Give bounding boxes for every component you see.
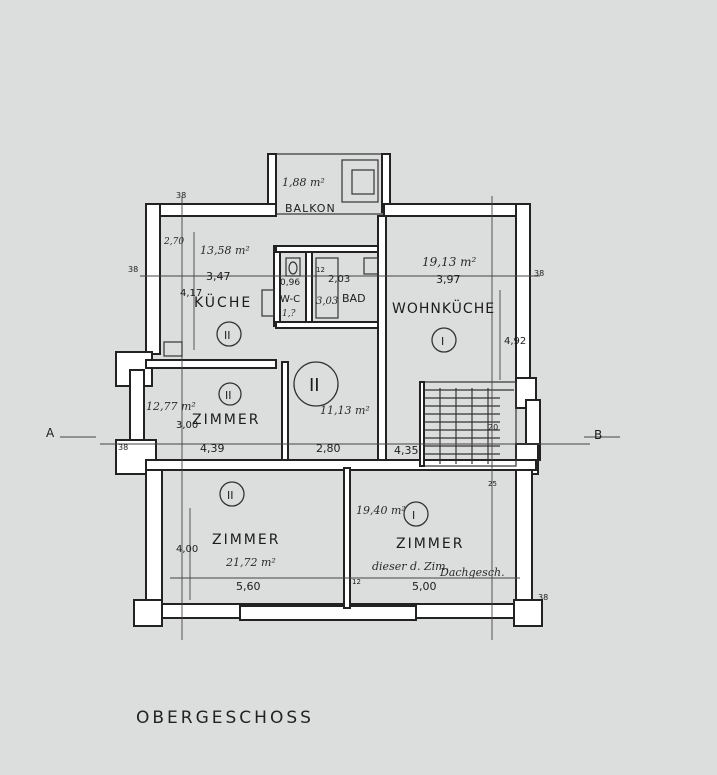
bad-dim: 2,03 xyxy=(328,274,350,285)
dim-38-e: 38 xyxy=(534,269,544,278)
interior-walls xyxy=(145,215,537,609)
balkon-area: 1,88 m² xyxy=(282,176,325,189)
wohnkueche-area: 19,13 m² xyxy=(422,255,477,269)
dim-38-se: 38 xyxy=(538,593,548,602)
zimmer-west-number: II xyxy=(225,389,232,402)
kueche-dim-width: 3,47 xyxy=(206,270,231,283)
zimmer-west-dim-width: 4,39 xyxy=(200,442,225,455)
handwritten-notes: dieser d. Zim. Dachgesch. xyxy=(372,560,505,579)
kueche-dim-depth: 4,17 xyxy=(180,288,202,299)
wohnkueche-label: WOHNKÜCHE xyxy=(392,299,495,317)
note-2: Dachgesch. xyxy=(439,566,505,579)
dim-12-b: 12 xyxy=(352,578,361,586)
zimmer-west-area: 12,77 m² xyxy=(146,400,196,413)
dim-20: 20 xyxy=(488,423,498,432)
zimmer-sw-dim-depth: 4,00 xyxy=(176,544,198,555)
misc-dimension-marks: 38 38 38 38 38 12 12 25 2,70 20 xyxy=(118,191,548,602)
bad-area: 3,03 xyxy=(316,296,338,307)
kueche-label: KÜCHE xyxy=(194,293,252,311)
wc-label: W-C xyxy=(280,294,300,305)
dim-25: 25 xyxy=(488,480,497,488)
zimmer-west-dim-depth: 3,00 xyxy=(176,420,198,431)
room-number-circles xyxy=(216,321,457,527)
wohnkueche-dim-width: 3,97 xyxy=(436,273,461,286)
bad-label: BAD xyxy=(342,292,366,305)
staircase xyxy=(424,388,514,464)
fixtures xyxy=(163,169,379,357)
section-mark-b: B xyxy=(594,428,602,442)
zimmer-se-label: ZIMMER xyxy=(396,536,464,552)
zimmer-se-number: I xyxy=(412,509,415,522)
zimmer-sw-dim-width: 5,60 xyxy=(236,580,261,593)
dim-12-a: 12 xyxy=(316,266,325,274)
flur-number: II xyxy=(309,375,320,396)
zimmer-sw-area: 21,72 m² xyxy=(225,556,276,569)
flur-area: 11,13 m² xyxy=(320,404,370,417)
zimmer-se-dim-width: 5,00 xyxy=(412,580,437,593)
balkon-label: BALKON xyxy=(285,202,336,215)
note-1: dieser d. Zim. xyxy=(372,560,449,573)
section-marks: A B xyxy=(46,426,602,442)
wc-dim: 0,96 xyxy=(280,278,300,288)
dimension-lines xyxy=(60,196,620,640)
section-mark-a: A xyxy=(46,426,55,440)
zimmer-sw-number: II xyxy=(227,489,234,502)
wohnkueche-dim-depth: 4,92 xyxy=(504,336,526,347)
room-labels: BALKON 1,88 m² KÜCHE 13,58 m² II 3,47 4,… xyxy=(146,176,526,593)
zimmer-sw-label: ZIMMER xyxy=(212,532,280,548)
dim-38-nw: 38 xyxy=(176,191,186,200)
wc-area: 1,? xyxy=(282,309,296,319)
page-title: OBERGESCHOSS xyxy=(136,708,314,728)
zimmer-se-area: 19,40 m² xyxy=(356,504,406,517)
kueche-area: 13,58 m² xyxy=(200,244,250,257)
kueche-number: II xyxy=(224,329,231,342)
zimmer-west-label: ZIMMER xyxy=(192,412,260,428)
flur-dim-width: 2,80 xyxy=(316,442,341,455)
dim-38-sw: 38 xyxy=(118,443,128,452)
flur-dim-stair: 4,35 xyxy=(394,444,419,457)
wohnkueche-number: I xyxy=(441,335,444,348)
dim-38-w: 38 xyxy=(128,265,138,274)
dim-270: 2,70 xyxy=(163,237,184,247)
